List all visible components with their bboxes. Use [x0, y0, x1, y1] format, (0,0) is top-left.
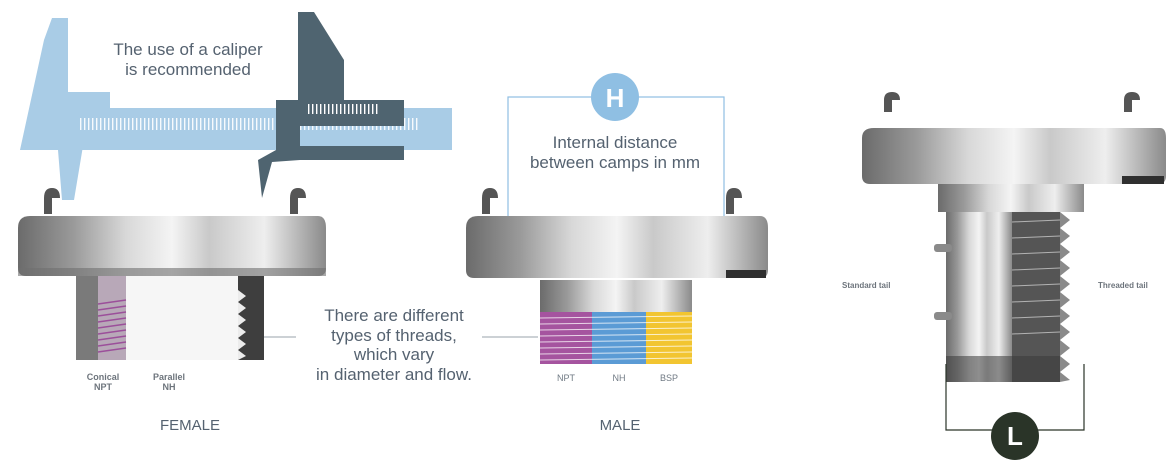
- threads-note: There are different types of threads, wh…: [294, 306, 494, 384]
- h-note: Internal distance between camps in mm: [505, 133, 725, 172]
- threads-note-line-3: which vary: [294, 345, 494, 365]
- h-badge: H: [600, 83, 630, 114]
- parallel-label: Parallel NH: [144, 372, 194, 393]
- parallel-label-line-1: Parallel: [144, 372, 194, 382]
- caliper-note-line-1: The use of a caliper: [88, 40, 288, 60]
- parallel-label-line-2: NH: [144, 382, 194, 392]
- threaded-tail-label: Threaded tail: [1098, 281, 1168, 290]
- male-coupling: [466, 73, 768, 364]
- conical-label-line-2: NPT: [78, 382, 128, 392]
- h-note-line-2: between camps in mm: [505, 153, 725, 173]
- female-caption: FEMALE: [130, 417, 250, 434]
- threads-note-line-1: There are different: [294, 306, 494, 326]
- female-coupling: [18, 188, 326, 360]
- conical-label: Conical NPT: [78, 372, 128, 393]
- h-note-line-1: Internal distance: [505, 133, 725, 153]
- conical-label-line-1: Conical: [78, 372, 128, 382]
- caliper-note: The use of a caliper is recommended: [88, 40, 288, 79]
- threads-note-line-2: types of threads,: [294, 326, 494, 346]
- thread-label-bsp: BSP: [647, 373, 691, 383]
- caliper-note-line-2: is recommended: [88, 60, 288, 80]
- standard-tail-label: Standard tail: [842, 281, 932, 290]
- threads-note-line-4: in diameter and flow.: [294, 365, 494, 385]
- thread-label-npt: NPT: [544, 373, 588, 383]
- thread-label-nh: NH: [597, 373, 641, 383]
- l-badge: L: [1000, 421, 1030, 452]
- tail-coupling: [862, 92, 1166, 460]
- male-caption: MALE: [570, 417, 670, 434]
